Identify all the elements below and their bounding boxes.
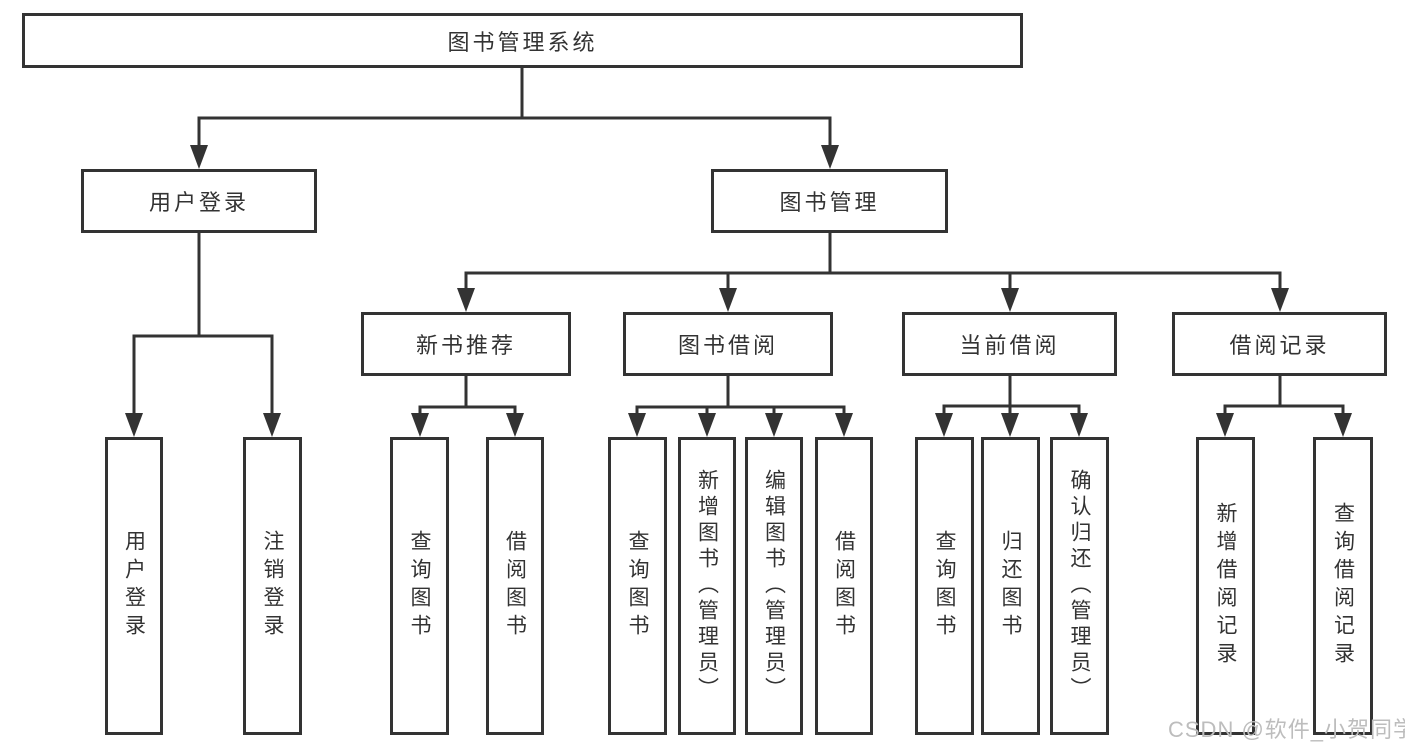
node-library-system-label: 图书管理系统 xyxy=(447,29,598,55)
csdn-watermark: CSDN @软件_小贺同学 xyxy=(1168,717,1405,742)
leaf-add-borrow-record-label: 新增借阅记录 xyxy=(1214,502,1237,670)
leaf-current-query-books-label: 查询图书 xyxy=(933,530,956,642)
leaf-edit-books-admin-label: 编辑图书（管理员） xyxy=(762,469,786,703)
arrowheads-user-login-children xyxy=(125,413,281,437)
connector-new-book-recommend xyxy=(418,376,517,418)
leaf-logout-login: 注销登录 xyxy=(243,437,302,735)
connector-lines xyxy=(132,68,1345,418)
node-user-login: 用户登录 xyxy=(81,169,317,233)
arrowheads-current-borrow-children xyxy=(935,413,1088,437)
leaf-borrow-books-label: 借阅图书 xyxy=(832,530,856,642)
leaf-return-books-label: 归还图书 xyxy=(999,530,1022,642)
leaf-borrow-query-books: 查询图书 xyxy=(608,437,667,735)
node-library-system: 图书管理系统 xyxy=(22,13,1023,68)
leaf-recommend-borrow-books: 借阅图书 xyxy=(486,437,544,735)
leaf-edit-books-admin: 编辑图书（管理员） xyxy=(745,437,803,735)
leaf-confirm-return-admin-label: 确认归还（管理员） xyxy=(1068,469,1091,703)
connector-book-borrow xyxy=(635,376,846,418)
leaf-current-query-books: 查询图书 xyxy=(915,437,974,735)
leaf-recommend-query-books: 查询图书 xyxy=(390,437,449,735)
leaf-recommend-borrow-books-label: 借阅图书 xyxy=(503,530,527,642)
leaf-query-borrow-record-label: 查询借阅记录 xyxy=(1331,502,1355,670)
leaf-borrow-query-books-label: 查询图书 xyxy=(626,530,649,642)
node-book-borrow: 图书借阅 xyxy=(623,312,833,376)
node-borrow-records: 借阅记录 xyxy=(1172,312,1387,376)
node-book-management-label: 图书管理 xyxy=(779,190,880,215)
connector-arrowheads xyxy=(125,145,1352,437)
leaf-add-borrow-record: 新增借阅记录 xyxy=(1196,437,1255,735)
arrowheads-level3 xyxy=(457,288,1289,312)
node-new-book-recommend-label: 新书推荐 xyxy=(415,333,516,358)
connector-borrow-records xyxy=(1223,376,1345,418)
connector-book-management xyxy=(464,233,1282,294)
arrowheads-book-borrow-children xyxy=(628,413,853,437)
leaf-return-books: 归还图书 xyxy=(981,437,1040,735)
leaf-query-borrow-record: 查询借阅记录 xyxy=(1313,437,1373,735)
node-book-management: 图书管理 xyxy=(711,169,948,233)
leaf-confirm-return-admin: 确认归还（管理员） xyxy=(1050,437,1109,735)
leaf-recommend-query-books-label: 查询图书 xyxy=(408,530,431,642)
node-new-book-recommend: 新书推荐 xyxy=(361,312,571,376)
arrowheads-borrow-records-children xyxy=(1216,413,1352,437)
connector-user-login xyxy=(132,233,274,418)
node-borrow-records-label: 借阅记录 xyxy=(1229,333,1330,358)
leaf-logout-login-label: 注销登录 xyxy=(261,530,284,642)
leaf-user-login: 用户登录 xyxy=(105,437,163,735)
leaf-add-books-admin-label: 新增图书（管理员） xyxy=(695,469,719,703)
node-current-borrow: 当前借阅 xyxy=(902,312,1117,376)
arrowheads-level2 xyxy=(190,145,839,169)
leaf-user-login-label: 用户登录 xyxy=(122,530,146,642)
leaf-borrow-books: 借阅图书 xyxy=(815,437,873,735)
connector-current-borrow xyxy=(942,376,1081,418)
node-user-login-label: 用户登录 xyxy=(148,190,249,215)
leaf-add-books-admin: 新增图书（管理员） xyxy=(678,437,736,735)
node-book-borrow-label: 图书借阅 xyxy=(677,333,778,358)
connector-root xyxy=(197,68,832,150)
node-current-borrow-label: 当前借阅 xyxy=(959,333,1060,358)
arrowheads-new-book-recommend-children xyxy=(411,413,524,437)
